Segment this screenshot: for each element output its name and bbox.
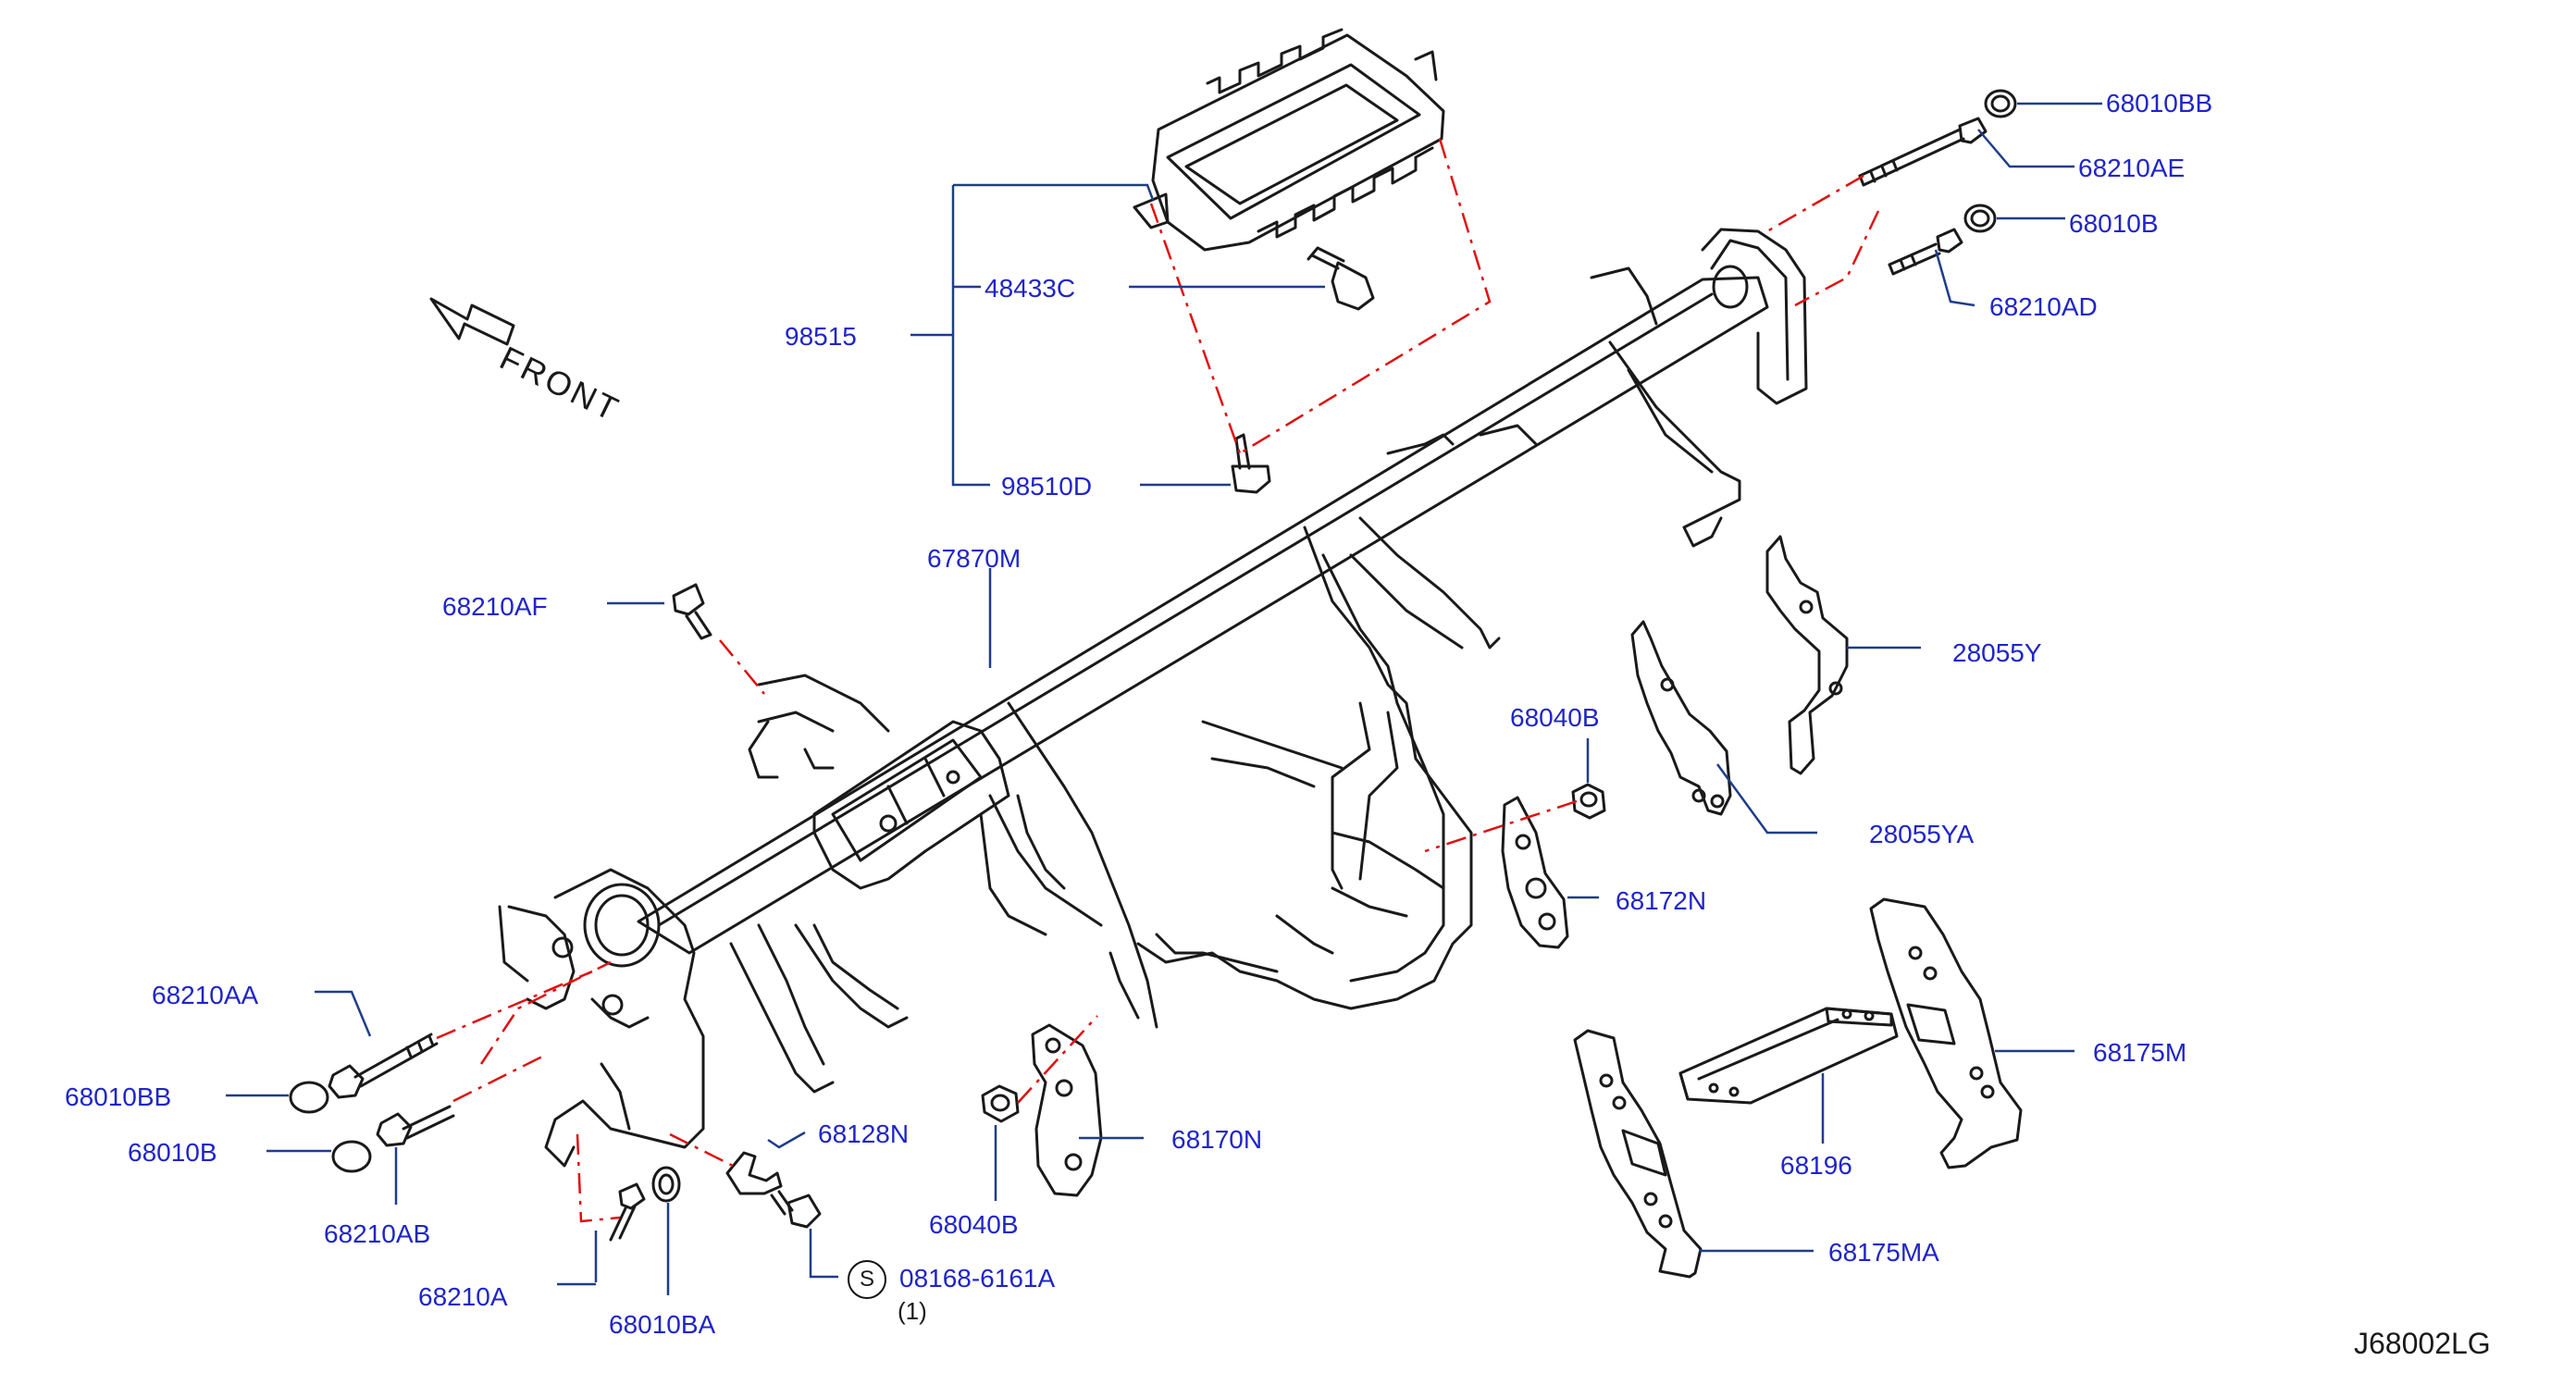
label-98510D[interactable]: 98510D <box>1001 472 1093 501</box>
label-68010BB-top[interactable]: 68010BB <box>2106 89 2213 118</box>
label-68210AF[interactable]: 68210AF <box>442 592 548 621</box>
front-arrow-icon <box>429 297 515 346</box>
nut-68040B-bottom[interactable] <box>981 1084 1020 1123</box>
bolt-68210AD[interactable] <box>1888 228 1963 276</box>
label-68172N[interactable]: 68172N <box>1616 886 1707 915</box>
steering-member-67870M[interactable] <box>498 228 1808 1168</box>
label-68040B-bottom[interactable]: 68040B <box>929 1210 1019 1239</box>
leader-lines <box>226 102 2102 1295</box>
label-68128N[interactable]: 68128N <box>818 1119 910 1148</box>
label-67870M[interactable]: 67870M <box>927 544 1022 573</box>
diagram-id: J68002LG <box>2354 1327 2491 1360</box>
bracket-28055YA[interactable] <box>1630 620 1732 816</box>
label-68010B-bottom[interactable]: 68010B <box>128 1138 217 1167</box>
label-68175MA[interactable]: 68175MA <box>1828 1238 1939 1267</box>
label-68040B-top[interactable]: 68040B <box>1510 703 1600 732</box>
washer-68010BA[interactable] <box>651 1166 681 1203</box>
label-68210AA[interactable]: 68210AA <box>152 981 259 1009</box>
s-symbol-icon: S <box>848 1260 886 1299</box>
nut-68040B-top[interactable] <box>1571 783 1606 820</box>
bolt-68210AA[interactable] <box>328 1033 439 1099</box>
clip-68128N[interactable] <box>725 1151 783 1195</box>
bolt-68210A[interactable] <box>609 1182 646 1242</box>
grommet-68010B-top[interactable] <box>1963 204 1997 233</box>
label-68175M[interactable]: 68175M <box>2093 1038 2187 1067</box>
label-08168-6161A[interactable]: 08168-6161A <box>899 1264 1056 1293</box>
bracket-68175MA[interactable] <box>1573 1029 1703 1279</box>
clip-98510D[interactable] <box>1231 433 1271 494</box>
label-68210AE[interactable]: 68210AE <box>2078 154 2186 182</box>
bracket-68172N[interactable] <box>1501 796 1569 949</box>
label-68170N[interactable]: 68170N <box>1171 1125 1263 1154</box>
bracket-68170N[interactable] <box>1031 1023 1103 1197</box>
label-68196[interactable]: 68196 <box>1780 1151 1852 1180</box>
label-68210A[interactable]: 68210A <box>418 1282 508 1311</box>
bracket-28055Y[interactable] <box>1765 535 1849 775</box>
bolt-08168-6161A[interactable] <box>770 1190 822 1229</box>
grommet-68010BB-top[interactable] <box>1984 89 2017 118</box>
grommet-68010BB-bottom[interactable] <box>289 1081 329 1114</box>
grommet-68010B-bottom[interactable] <box>331 1140 372 1173</box>
bolt-68210AB[interactable] <box>376 1105 455 1147</box>
label-28055Y[interactable]: 28055Y <box>1952 638 2042 667</box>
center-lines <box>436 138 1880 1223</box>
label-48433C[interactable]: 48433C <box>985 274 1076 303</box>
bracket-68196[interactable] <box>1678 1007 1899 1105</box>
label-68010BB-bottom[interactable]: 68010BB <box>65 1082 172 1111</box>
label-68210AD[interactable]: 68210AD <box>1989 292 2098 321</box>
airbag-module[interactable] <box>1133 28 1445 252</box>
bracket-68175M[interactable] <box>1869 897 2023 1169</box>
label-28055YA[interactable]: 28055YA <box>1869 820 1975 848</box>
bolt-68210AE[interactable] <box>1858 117 1988 187</box>
label-68210AB[interactable]: 68210AB <box>324 1219 431 1248</box>
bolt-48433C[interactable] <box>1307 246 1375 311</box>
label-68010B-top[interactable]: 68010B <box>2069 209 2159 238</box>
bolt-68210AF[interactable] <box>672 583 712 640</box>
label-08168-qty: (1) <box>898 1297 927 1325</box>
label-68010BA[interactable]: 68010BA <box>609 1310 716 1339</box>
label-98515[interactable]: 98515 <box>785 322 857 351</box>
